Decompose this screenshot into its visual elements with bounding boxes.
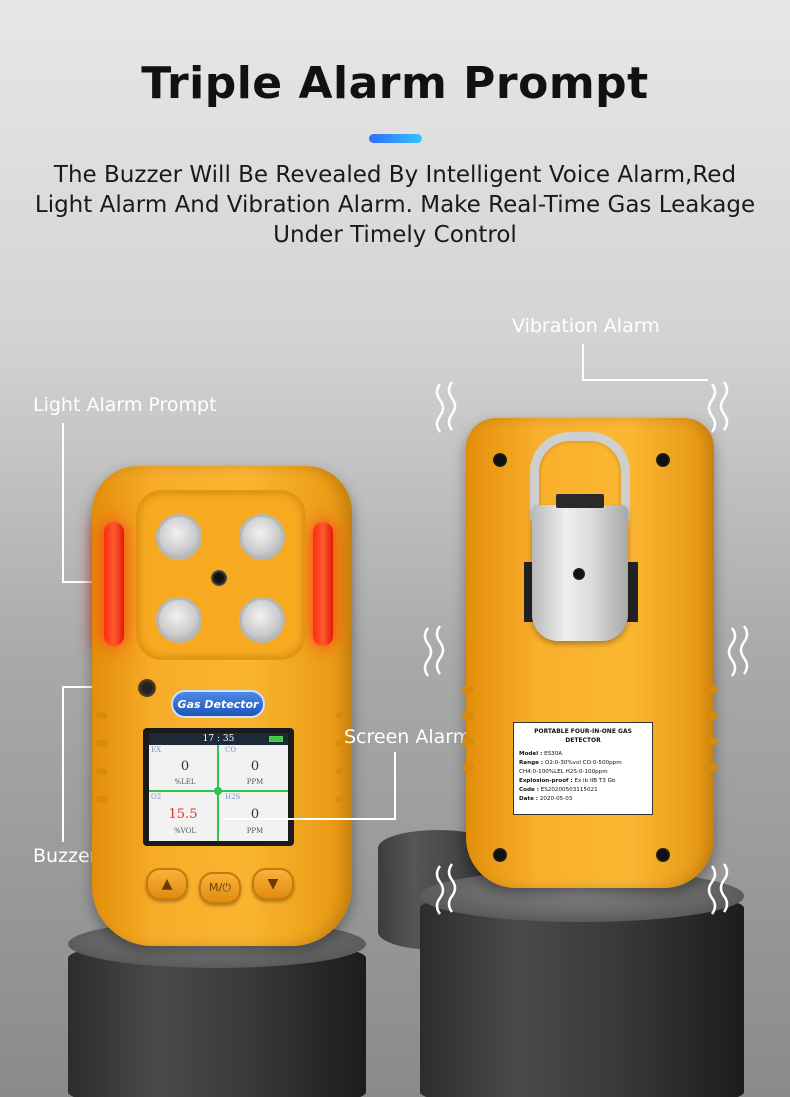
down-button[interactable]: ▼ (252, 868, 294, 900)
side-grip (462, 738, 474, 745)
label-row-model: Model : ES30A (519, 751, 563, 757)
side-grip (706, 764, 718, 771)
side-grip (462, 712, 474, 719)
side-grip (96, 768, 108, 775)
label-row-date: Date : 2020-05-03 (519, 796, 573, 802)
page-subtitle: The Buzzer Will Be Revealed By Intellige… (34, 162, 756, 248)
side-grip (462, 764, 474, 771)
vibration-wave-icon (707, 381, 729, 433)
callout-screen-alarm: Screen Alarm (344, 726, 472, 748)
gas-detector-badge: Gas Detector (171, 690, 265, 718)
callout-line-vibration (582, 344, 584, 380)
callout-line-buzzer (62, 686, 64, 842)
red-alarm-light-right (313, 522, 333, 646)
product-spec-label: PORTABLE FOUR-IN-ONE GAS DETECTOR Model … (513, 722, 653, 815)
callout-line-light (62, 423, 64, 583)
title-accent-bar (369, 134, 422, 143)
label-title: PORTABLE FOUR-IN-ONE GAS DETECTOR (534, 728, 632, 744)
red-alarm-light-left (104, 522, 124, 646)
reading-value-ex: 0 (180, 759, 190, 774)
clip-slot (556, 494, 604, 508)
screw (493, 453, 507, 467)
callout-light-alarm: Light Alarm Prompt (33, 394, 217, 416)
up-button[interactable]: ▲ (146, 868, 188, 900)
vibration-wave-icon (423, 625, 445, 677)
page-title: Triple Alarm Prompt (141, 58, 649, 109)
clip-screw (573, 568, 585, 580)
side-grip (706, 738, 718, 745)
side-grip (336, 796, 348, 803)
sensor-pinhole (211, 570, 227, 586)
label-row-explosion: Explosion-proof : Ex ib IIB T3 Gb (519, 778, 616, 784)
label-row-code: Code : ES20200503115021 (519, 787, 598, 793)
callout-line-light (62, 581, 114, 583)
buzzer-hole (138, 679, 156, 697)
side-grip (96, 796, 108, 803)
reading-tag-ex: EX (151, 746, 162, 754)
gas-sensor (239, 597, 285, 643)
screw (656, 848, 670, 862)
reading-value-o2: 15.5 (168, 807, 198, 822)
d-ring (530, 432, 630, 522)
screw (656, 453, 670, 467)
mode-power-button[interactable]: M/⏻ (199, 872, 241, 904)
callout-line-screen (222, 818, 396, 820)
vibration-wave-icon (727, 625, 749, 677)
reading-unit-co: PPM (246, 778, 264, 786)
gas-sensor (156, 514, 202, 560)
reading-tag-o2: O2 (151, 793, 162, 801)
detector-screen: 17 : 35 EX 0 %LEL CO 0 PPM O2 15.5 %VOL … (149, 733, 288, 841)
right-pedestal (420, 890, 744, 1097)
reading-tag-h2s: H2S (225, 793, 241, 801)
reading-value-co: 0 (250, 759, 260, 774)
screw (493, 848, 507, 862)
gas-sensor (156, 597, 202, 643)
clip-mount (626, 562, 638, 622)
callout-line-screen (394, 752, 396, 820)
vibration-wave-icon (435, 381, 457, 433)
reading-tag-co: CO (225, 746, 237, 754)
callout-line-vibration (582, 379, 708, 381)
screen-grid-dot (214, 787, 222, 795)
side-grip (96, 712, 108, 719)
side-grip (336, 740, 348, 747)
reading-unit-ex: %LEL (174, 778, 196, 786)
side-grip (336, 768, 348, 775)
callout-vibration-alarm: Vibration Alarm (512, 315, 660, 337)
vibration-wave-icon (707, 863, 729, 915)
gas-sensor (239, 514, 285, 560)
side-grip (336, 712, 348, 719)
reading-value-h2s: 0 (250, 807, 260, 822)
side-grip (706, 712, 718, 719)
side-grip (706, 686, 718, 693)
side-grip (96, 740, 108, 747)
side-grip (462, 686, 474, 693)
battery-icon (269, 736, 283, 742)
reading-unit-h2s: PPM (246, 827, 264, 835)
vibration-wave-icon (435, 863, 457, 915)
label-row-range-2: CH4:0-100%LEL H2S:0-100ppm (519, 769, 608, 775)
screen-time: 17 : 35 (202, 734, 235, 744)
label-row-range: Range : O2:0-30%vol CO:0-500ppm (519, 760, 622, 766)
reading-unit-o2: %VOL (174, 827, 196, 835)
screen-status-bar: 17 : 35 (149, 733, 288, 745)
